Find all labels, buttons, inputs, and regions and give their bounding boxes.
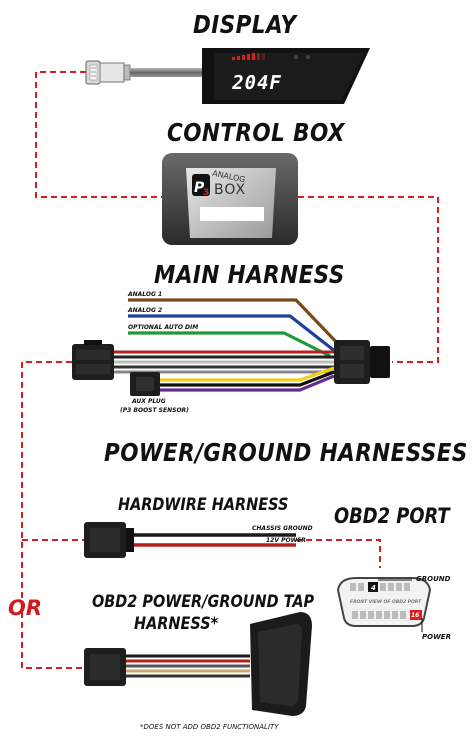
obd2-pin-ground: 4 xyxy=(371,584,376,592)
svg-text:P: P xyxy=(194,180,205,196)
or-label: OR xyxy=(8,596,43,620)
footnote: *DOES NOT ADD OBD2 FUNCTIONALITY xyxy=(140,723,279,731)
obd2-tap-title-line2: HARNESS* xyxy=(134,614,219,634)
display-cable xyxy=(85,60,202,85)
display-title: DISPLAY xyxy=(193,10,297,39)
control-box-to-harness-line xyxy=(298,196,439,363)
wire-label-analog2: ANALOG 2 xyxy=(128,307,163,314)
obd2-port xyxy=(336,577,432,632)
obd2-ground-label: GROUND xyxy=(416,575,451,583)
obd2-power-label: POWER xyxy=(422,633,451,641)
hardwire-to-obd2-line xyxy=(296,539,381,568)
wire-label-12v-power: 12V POWER xyxy=(266,537,306,544)
connection-lines xyxy=(21,71,439,669)
obd2-tap-harness xyxy=(84,612,312,716)
display-unit xyxy=(202,48,370,104)
obd2-tap-title-line1: OBD2 POWER/GROUND TAP xyxy=(92,592,315,612)
control-box: P 3 xyxy=(162,153,298,245)
wire-label-analog1: ANALOG 1 xyxy=(128,291,163,298)
main-harness-title: MAIN HARNESS xyxy=(154,260,345,289)
control-box-label-box: BOX xyxy=(214,182,247,198)
aux-plug-sublabel: (P3 BOOST SENSOR) xyxy=(120,407,189,414)
main-harness xyxy=(72,298,390,396)
wire-label-auto-dim: OPTIONAL AUTO DIM xyxy=(128,324,199,331)
control-box-title: CONTROL BOX xyxy=(167,118,345,147)
svg-text:3: 3 xyxy=(203,188,209,198)
hardwire-harness-title: HARDWIRE HARNESS xyxy=(118,495,289,515)
hardwire-harness xyxy=(84,522,296,558)
power-ground-title: POWER/GROUND HARNESSES xyxy=(104,438,468,467)
obd2-front-view: FRONT VIEW OF OBD2 PORT xyxy=(350,600,422,605)
display-temperature: 204F xyxy=(230,72,284,94)
aux-plug-label: AUX PLUG xyxy=(132,398,166,405)
obd2-port-title: OBD2 PORT xyxy=(334,504,450,528)
harness-to-power-line xyxy=(21,361,84,669)
wire-label-chassis-ground: CHASSIS GROUND xyxy=(252,525,313,532)
obd2-pin-power: 16 xyxy=(411,612,420,619)
display-to-control-box-line xyxy=(35,71,162,198)
